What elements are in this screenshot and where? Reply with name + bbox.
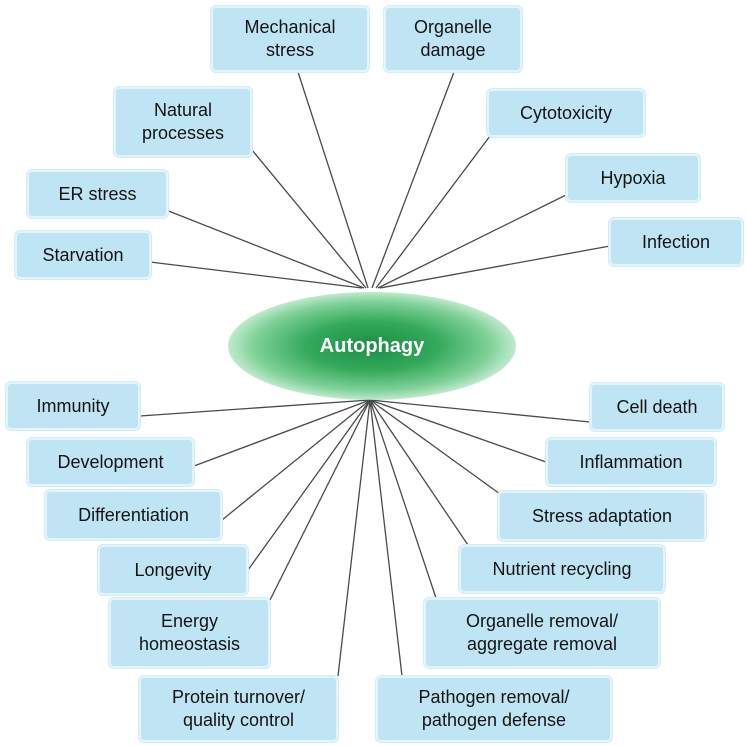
box-natural-processes: Natural processes [114,87,252,157]
connector-longevity [247,399,371,571]
connector-mechanical-stress [297,71,369,289]
box-hypoxia: Hypoxia [566,154,700,202]
autophagy-label: Autophagy [319,334,425,357]
connector-immunity [139,399,371,417]
box-development: Development [27,438,194,486]
connector-protein-turnover [337,399,371,677]
connector-cytotoxicity [375,135,491,289]
connector-nutrient-recycling [369,399,471,549]
connector-starvation [149,261,363,289]
box-protein-turnover: Protein turnover/ quality control [139,676,338,742]
box-nutrient-recycling: Nutrient recycling [459,545,665,593]
connector-natural-processes [251,149,367,289]
connector-inflammation [369,399,547,463]
connector-energy-homeostasis [269,399,371,601]
box-longevity: Longevity [98,545,248,595]
connector-differentiation [221,399,371,521]
box-immunity: Immunity [6,382,140,430]
box-differentiation: Differentiation [45,490,222,540]
box-infection: Infection [609,218,743,266]
connector-hypoxia [377,193,569,289]
connector-infection [379,245,611,289]
box-starvation: Starvation [15,231,151,279]
connector-cell-death [369,399,591,423]
box-inflammation: Inflammation [546,438,716,486]
box-cytotoxicity: Cytotoxicity [487,89,645,137]
connector-pathogen-removal [369,399,403,677]
box-er-stress: ER stress [27,170,168,218]
connector-organelle-removal [369,399,437,599]
box-pathogen-removal: Pathogen removal/ pathogen defense [376,676,612,742]
connector-development [193,399,371,467]
box-organelle-removal: Organelle removal/ aggregate removal [424,598,660,668]
box-organelle-damage: Organelle damage [384,6,522,72]
connector-organelle-damage [371,71,455,289]
box-mechanical-stress: Mechanical stress [211,6,369,72]
autophagy-glow [228,292,516,400]
connector-stress-adaptation [369,399,501,495]
box-cell-death: Cell death [590,383,724,431]
box-stress-adaptation: Stress adaptation [498,491,706,541]
box-energy-homeostasis: Energy homeostasis [109,598,270,668]
connector-er-stress [165,209,365,289]
